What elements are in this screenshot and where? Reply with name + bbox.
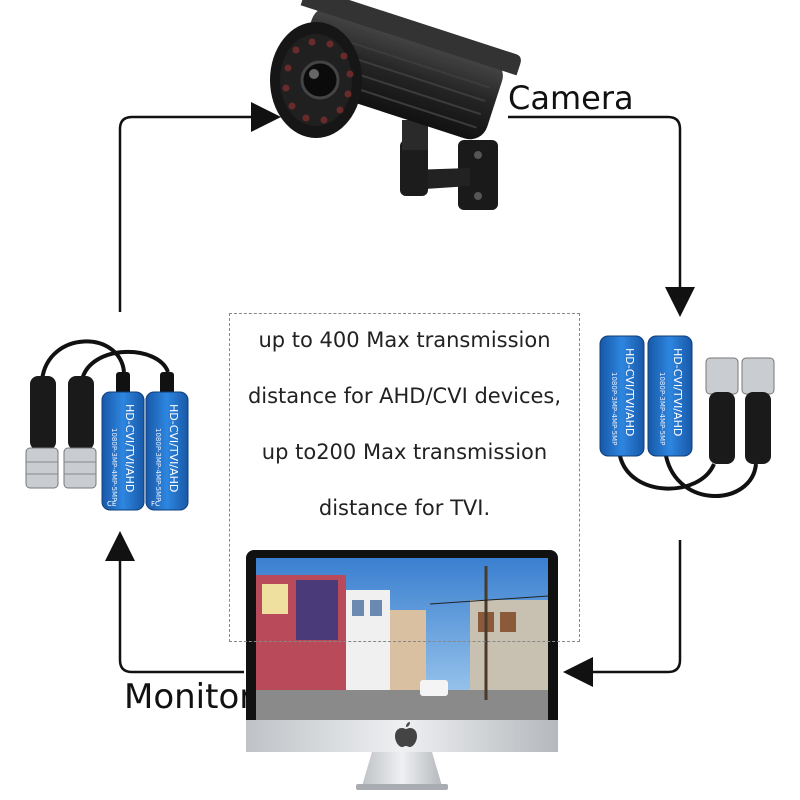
video-balun-icon (599, 335, 645, 457)
arrow-monitor-to-balun (105, 531, 244, 674)
balun-subtitle: 1080P-3MP-4MP-5MP (110, 428, 118, 501)
fc-mark: FC (151, 500, 160, 508)
info-line-1: up to 400 Max transmission (258, 328, 551, 352)
video-balun-icon (101, 391, 145, 511)
bnc-connector-icon (705, 357, 739, 464)
info-line-3: up to200 Max transmission (261, 440, 548, 464)
imac-monitor-icon (246, 550, 558, 790)
flow-arrows (105, 102, 695, 687)
video-balun-icon (145, 391, 189, 511)
balun-title: HD-CVI/TVI/AHD (167, 404, 180, 492)
bnc-connector-icon (741, 357, 775, 464)
balun-subtitle: 1080P-3MP-4MP-5MP (610, 372, 618, 445)
balun-subtitle: 1080P-3MP-4MP-5MP (658, 372, 666, 445)
bnc-connector-icon (25, 376, 59, 489)
info-line-2: distance for AHD/CVI devices, (247, 384, 562, 408)
arrow-camera-to-balun (508, 115, 695, 317)
info-box: up to 400 Max transmission distance for … (229, 313, 580, 642)
left-balun-pair: HD-CVI/TVI/AHD HD-CVI/TVI/AHD 1080P-3MP-… (25, 339, 189, 511)
video-balun-icon (647, 335, 693, 457)
ce-mark: CE (107, 500, 116, 508)
balun-title: HD-CVI/TVI/AHD (123, 404, 136, 492)
info-line-4: distance for TVI. (318, 496, 491, 520)
camera-label: Camera (508, 79, 634, 117)
apple-logo-icon (395, 722, 417, 747)
arrow-balun-to-camera (118, 102, 281, 312)
balun-title: HD-CVI/TVI/AHD (623, 348, 636, 436)
arrow-balun-to-monitor (563, 540, 682, 687)
cctv-camera-icon (270, 0, 521, 210)
balun-subtitle: 1080P-3MP-4MP-5MP (154, 428, 162, 501)
right-balun-pair: HD-CVI/TVI/AHD HD-CVI/TVI/AHD 1080P-3MP-… (599, 335, 775, 498)
bnc-connector-icon (63, 376, 97, 489)
monitor-label: Monitor (124, 677, 254, 717)
balun-title: HD-CVI/TVI/AHD (671, 348, 684, 436)
